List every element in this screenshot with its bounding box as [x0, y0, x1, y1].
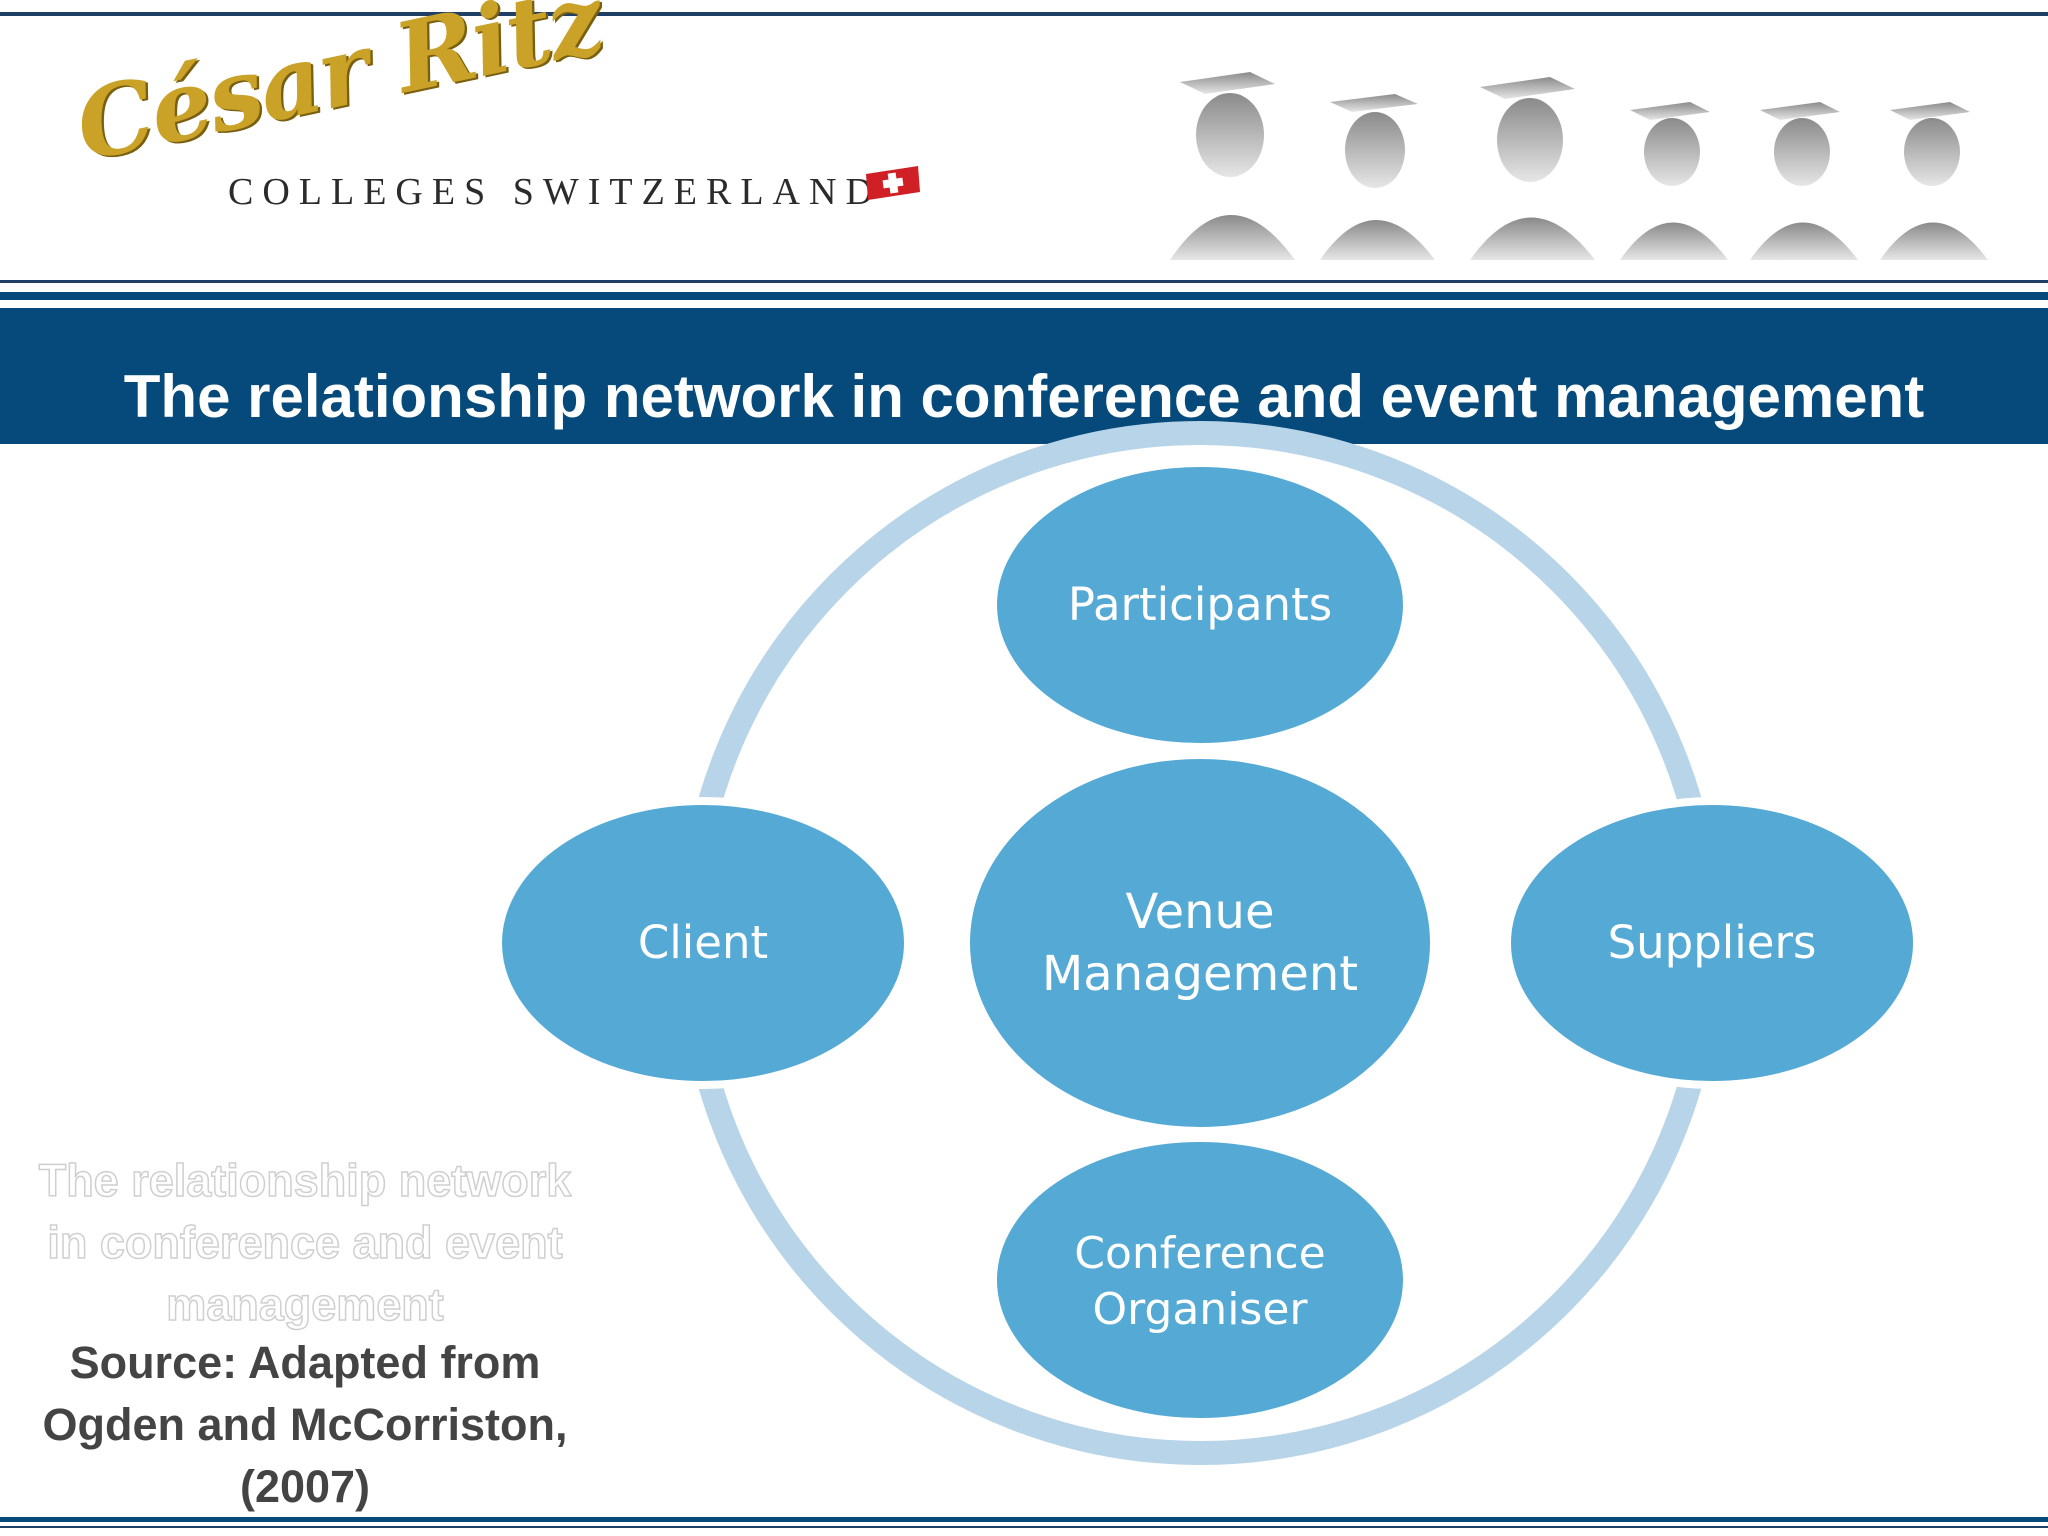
- header-rule-thin: [0, 280, 2048, 283]
- node-suppliers: Suppliers: [1503, 797, 1921, 1089]
- graduate-figure: [1170, 72, 1295, 260]
- graduate-figure: [1470, 77, 1595, 260]
- node-label-management: Management: [1042, 946, 1358, 1002]
- swiss-flag-icon: [866, 166, 920, 200]
- graduate-figure: [1750, 102, 1858, 260]
- college-logo: César Ritz COLLEGES SWITZERLAND: [67, 0, 950, 230]
- source-citation: Source: Adapted from Ogden and McCorrist…: [42, 1337, 568, 1512]
- node-label-participants: Participants: [1068, 578, 1332, 631]
- node-label-suppliers: Suppliers: [1608, 916, 1817, 969]
- node-client: Client: [494, 797, 912, 1089]
- node-label-client: Client: [638, 916, 768, 969]
- outlined-caption: The relationship network in conference a…: [38, 1154, 572, 1331]
- node-label-organiser: Organiser: [1092, 1284, 1308, 1335]
- bottom-rule-thick: [0, 1517, 2048, 1522]
- node-participants: Participants: [989, 459, 1411, 751]
- title-bar: [0, 308, 2048, 444]
- graduate-figure: [1320, 94, 1435, 260]
- header-rule-thick: [0, 292, 2048, 300]
- bottom-rule-thin: [0, 1526, 2048, 1528]
- node-label-conference: Conference: [1074, 1228, 1325, 1279]
- logo-subtitle: COLLEGES SWITZERLAND: [228, 171, 882, 213]
- node-venue-management: Venue Management: [962, 751, 1438, 1135]
- node-conference-organiser: Conference Organiser: [989, 1134, 1411, 1426]
- graduate-figure: [1620, 102, 1728, 260]
- slide-title: The relationship network in conference a…: [123, 363, 1925, 430]
- node-label-venue: Venue: [1125, 884, 1274, 940]
- graduate-figure: [1880, 102, 1988, 260]
- top-rule: [0, 12, 2048, 16]
- graduates-image: [1170, 72, 1988, 260]
